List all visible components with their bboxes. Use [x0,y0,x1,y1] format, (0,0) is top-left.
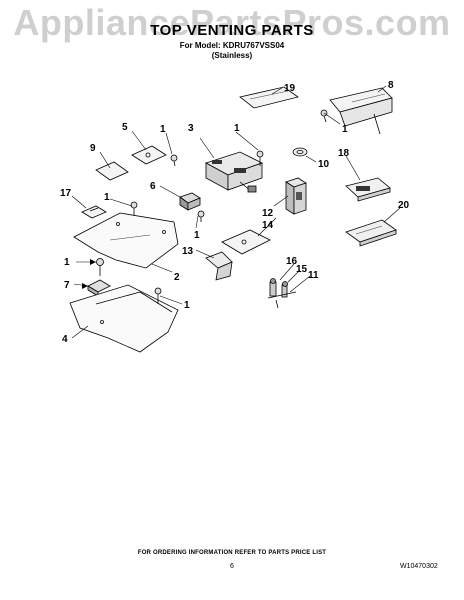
part-18-tray [345,177,391,202]
watermark: AppliancePartsPros.com [13,2,451,43]
callout-8: 8 [388,80,394,91]
callout-1-left-top: 1 [104,192,110,203]
callout-2: 2 [174,272,180,283]
callout-20: 20 [398,200,410,211]
part-11-16-15-clip-cluster [267,278,297,309]
leader-lines [71,85,401,339]
part-3-vent-assembly [204,151,264,193]
part-1-screw-left-top [130,201,138,218]
ordering-note: FOR ORDERING INFORMATION REFER TO PARTS … [137,550,327,556]
callout-16: 16 [286,256,298,267]
part-1-screw-lower [154,287,162,304]
callout-1-plate: 1 [160,124,166,135]
callout-11: 11 [308,270,319,281]
callout-13: 13 [182,246,194,257]
callout-18: 18 [338,148,350,159]
callout-labels: 19 8 1 1 3 5 1 9 10 6 1 18 12 14 20 17 1… [60,80,410,345]
callout-1-vent: 1 [234,123,240,134]
model-line: For Model: KDRU767VSS04 [179,41,285,50]
part-12-housing [285,177,307,215]
callout-6: 6 [150,181,156,192]
part-4-lower-tray [69,284,179,353]
part-14-plate [221,229,271,255]
callout-12: 12 [262,208,274,219]
callout-15: 15 [296,264,308,275]
part-1-screw-vent [256,150,264,166]
callout-3: 3 [188,123,194,134]
callout-4: 4 [62,334,68,345]
title-block: TOP VENTING PARTS For Model: KDRU767VSS0… [0,22,464,60]
part-10-grommet [292,147,308,157]
callout-14: 14 [262,220,274,231]
part-20-tray [345,219,397,247]
callout-1-connector: 1 [194,230,200,241]
callout-19: 19 [284,83,296,94]
callout-9: 9 [90,143,96,154]
part-1-screw-top-right [320,109,328,123]
callout-10: 10 [318,159,330,170]
part-17-bracket [81,205,107,219]
part-1-screw-left-mid [96,258,104,276]
page-number: 6 [230,563,234,570]
callout-5: 5 [122,122,128,133]
callout-1-left-mid: 1 [64,257,70,268]
part-19-panel [239,86,299,109]
part-1-screw-connector [197,210,205,222]
part-1-screw-plate [170,154,178,167]
callout-1-top-right: 1 [342,124,348,135]
callout-7: 7 [64,280,70,291]
variant-label: (Stainless) [211,51,253,60]
callout-1-lower: 1 [184,300,190,311]
part-8-bracket [329,87,393,135]
part-2-shield [73,212,179,269]
callout-17: 17 [60,188,72,199]
part-5-plate [131,145,167,165]
part-6-connector [179,192,201,211]
document-number: W10470302 [400,563,438,570]
part-9-plate [95,161,129,181]
diagram-title: TOP VENTING PARTS [150,22,314,39]
part-13-strap [205,251,233,281]
